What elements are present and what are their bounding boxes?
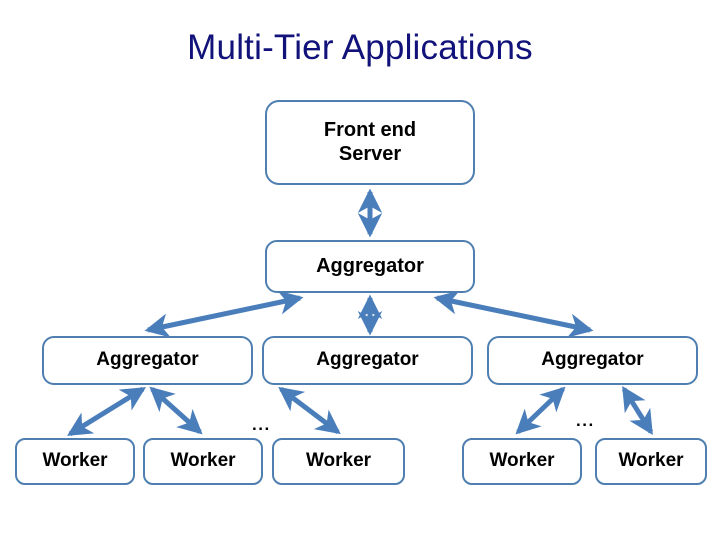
- node-worker-5[interactable]: Worker: [595, 438, 707, 485]
- connector-aggregator-right-to-worker-5: [621, 386, 654, 435]
- node-aggregator-mid[interactable]: Aggregator: [262, 336, 473, 385]
- node-aggregator-top-label: Aggregator: [316, 254, 424, 277]
- ellipsis-left: ...: [252, 415, 271, 434]
- node-aggregator-right[interactable]: Aggregator: [487, 336, 698, 385]
- connector-aggregator-mid-to-worker-3: [278, 386, 341, 435]
- node-worker-3[interactable]: Worker: [272, 438, 405, 485]
- node-worker-1-label: Worker: [42, 450, 108, 472]
- node-worker-4[interactable]: Worker: [462, 438, 582, 485]
- connector-aggregator-left-to-worker-1: [67, 386, 146, 437]
- node-worker-2[interactable]: Worker: [143, 438, 263, 485]
- node-aggregator-top[interactable]: Aggregator: [265, 240, 475, 293]
- node-frontend[interactable]: Front end Server: [265, 100, 475, 185]
- node-worker-4-label: Worker: [489, 450, 555, 472]
- connector-aggregator-top-to-aggregator-left: [144, 290, 304, 338]
- node-aggregator-right-label: Aggregator: [541, 349, 644, 371]
- node-worker-5-label: Worker: [618, 450, 684, 472]
- connector-aggregator-right-to-worker-4: [515, 386, 566, 435]
- node-aggregator-left[interactable]: Aggregator: [42, 336, 253, 385]
- node-worker-3-label: Worker: [305, 450, 372, 472]
- page-title: Multi-Tier Applications: [187, 28, 533, 67]
- node-worker-1[interactable]: Worker: [15, 438, 135, 485]
- ellipsis-right: ...: [576, 411, 595, 430]
- node-aggregator-left-label: Aggregator: [96, 349, 199, 371]
- connector-aggregator-top-to-aggregator-right: [433, 290, 594, 338]
- node-frontend-line1: Front end: [323, 118, 417, 141]
- node-frontend-label: Front end Server: [324, 119, 416, 166]
- connector-aggregator-left-to-worker-2: [149, 386, 203, 435]
- node-frontend-line2: Server: [338, 142, 402, 165]
- node-worker-2-label: Worker: [170, 450, 236, 472]
- node-aggregator-mid-label: Aggregator: [316, 349, 419, 371]
